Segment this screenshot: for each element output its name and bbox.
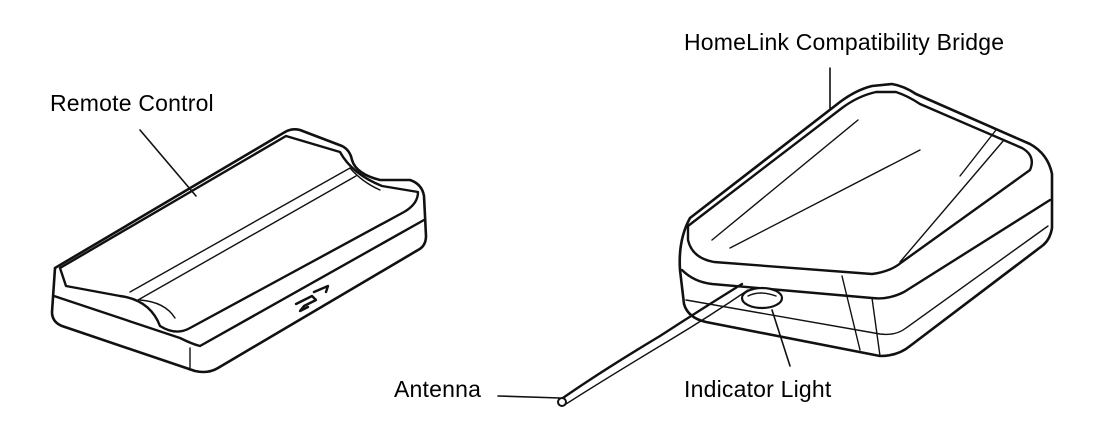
remote-control-device [50, 128, 428, 374]
homelink-bridge-device [678, 82, 1054, 358]
indicator-light-label: Indicator Light [684, 376, 832, 402]
leader-line-antenna [497, 395, 561, 399]
indicator-light-lens [740, 286, 784, 310]
antenna-label: Antenna [394, 376, 482, 402]
leader-line-indicator [771, 309, 791, 367]
remote-control-label: Remote Control [50, 90, 214, 116]
leader-line-remote-control [139, 129, 197, 197]
antenna-wire [558, 282, 744, 402]
homelink-bridge-label: HomeLink Compatibility Bridge [684, 29, 1005, 55]
